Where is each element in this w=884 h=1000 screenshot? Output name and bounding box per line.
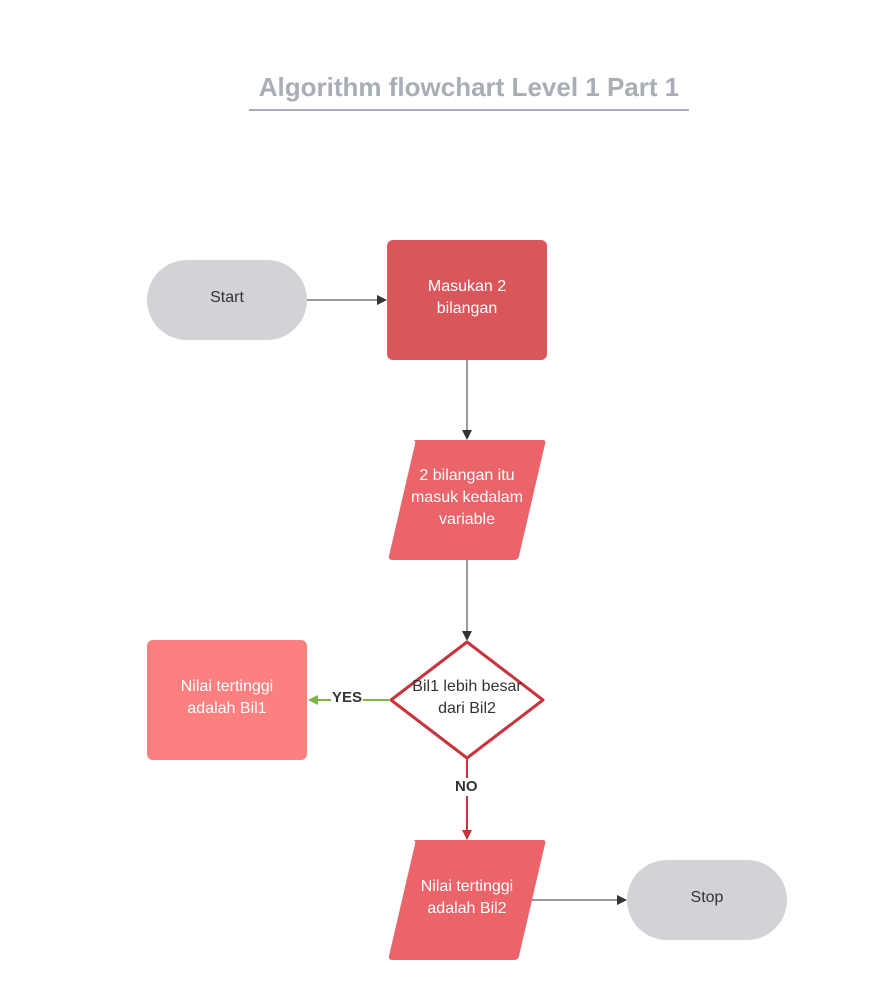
stop-terminal[interactable] [627, 860, 787, 940]
no-edge-label: NO [454, 778, 479, 796]
yes-edge-label: YES [331, 689, 364, 707]
store-data-parallelogram[interactable] [388, 440, 546, 560]
result-yes-label: Nilai tertinggi adalah Bil1 [180, 678, 274, 717]
start-terminal[interactable] [147, 260, 307, 340]
stop-label: Stop [690, 889, 724, 906]
page-title: Algorithm flowchart Level 1 Part 1 [258, 72, 680, 102]
title-underline [249, 109, 689, 111]
result-no-data-parallelogram[interactable] [388, 840, 546, 960]
start-label: Start [210, 289, 244, 306]
decision-label: Bil1 lebih besar dari Bil2 [412, 678, 522, 717]
decision-diamond[interactable] [389, 640, 545, 760]
input-process-box[interactable] [387, 240, 547, 360]
result-no-label: Nilai tertinggi adalah Bil2 [420, 878, 514, 917]
store-label: 2 bilangan itu masuk kedalam variable [410, 467, 524, 528]
input-label: Masukan 2 bilangan [427, 278, 507, 317]
result-yes-box[interactable] [147, 640, 307, 760]
